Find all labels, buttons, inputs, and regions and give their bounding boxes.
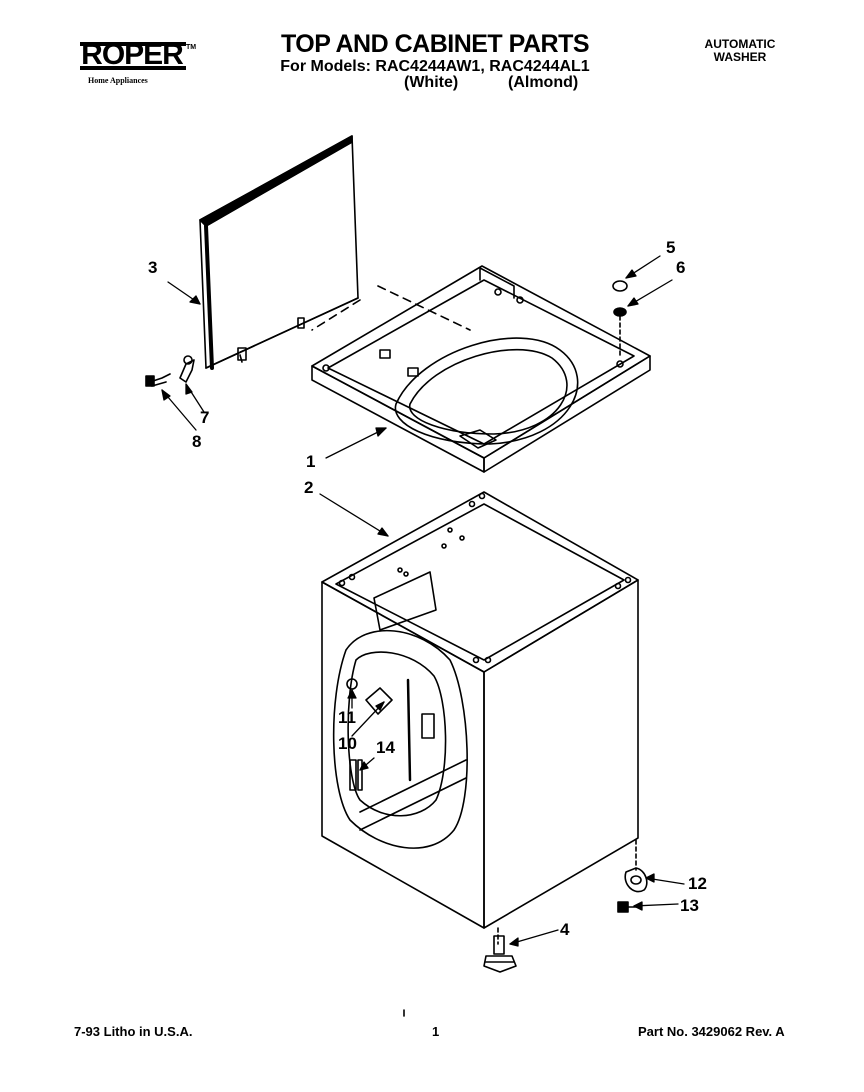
callout-3: 3: [148, 258, 158, 277]
footer-litho: 7-93 Litho in U.S.A.: [74, 1024, 193, 1039]
glide-screw-part: [618, 868, 647, 912]
page-title: TOP AND CABINET PARTS: [280, 30, 590, 58]
logo-wordmark: ROPER: [81, 38, 184, 71]
logo-bar: [80, 42, 186, 46]
callout-10: 10: [338, 734, 357, 753]
callout-2: 2: [304, 478, 314, 497]
callout-5: 5: [666, 238, 676, 257]
logo-trademark: TM: [186, 44, 197, 51]
color-white-label: (White): [404, 74, 459, 91]
leveling-leg-part: [484, 936, 516, 972]
roper-logo: ROPER TM Home Appliances: [74, 38, 196, 92]
footer-page-number: 1: [432, 1024, 440, 1039]
logo-subtitle: Home Appliances: [88, 76, 148, 85]
callout-4: 4: [560, 920, 570, 939]
hinge-screw-part: [146, 356, 194, 386]
lid-part: [200, 136, 358, 368]
logo-bar: [80, 66, 186, 70]
product-line-2: WASHER: [713, 50, 767, 64]
callout-6: 6: [676, 258, 686, 277]
product-line-1: AUTOMATIC: [704, 37, 776, 51]
leader-lines: [162, 256, 684, 946]
callout-12: 12: [688, 874, 707, 893]
product-type: AUTOMATIC WASHER: [690, 38, 790, 64]
bolt-grommet-part: [613, 281, 627, 356]
callout-14: 14: [376, 738, 395, 757]
callout-8: 8: [192, 432, 202, 451]
top-frame-part: [312, 266, 650, 472]
callout-13: 13: [680, 896, 699, 915]
models-line: For Models: RAC4244AW1, RAC4244AL1: [280, 58, 590, 75]
color-almond-label: (Almond): [508, 74, 579, 91]
callout-7: 7: [200, 408, 210, 427]
cabinet-part: [322, 492, 638, 1016]
callout-11: 11: [338, 708, 356, 727]
footer-part-number: Part No. 3429062 Rev. A: [638, 1024, 785, 1039]
callout-1: 1: [306, 452, 316, 471]
